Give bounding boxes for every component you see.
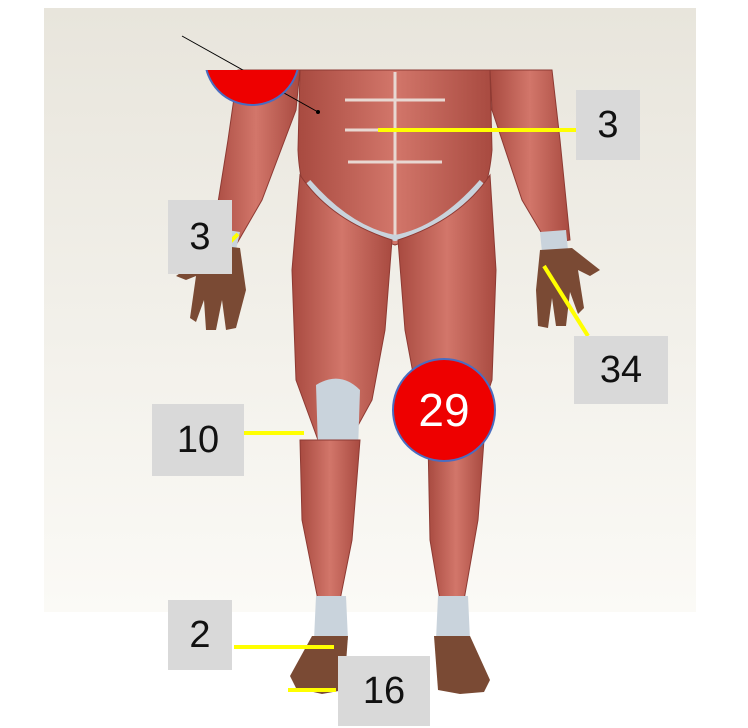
left-foot: [434, 636, 490, 694]
left-ankle: [436, 596, 470, 640]
label-right-wrist: 3: [168, 200, 232, 274]
label-foot: 16: [338, 656, 430, 726]
right-ankle: [314, 596, 348, 640]
label-left-hand: 34: [574, 336, 668, 404]
thigh-badge: 29: [392, 358, 496, 462]
label-ankle: 2: [168, 600, 232, 670]
label-abdomen: 3: [576, 90, 640, 160]
shoulder-badge-clip: [200, 70, 310, 110]
label-knee: 10: [152, 404, 244, 476]
shoulder-badge: [204, 70, 300, 106]
pointer-dot: [316, 110, 320, 114]
